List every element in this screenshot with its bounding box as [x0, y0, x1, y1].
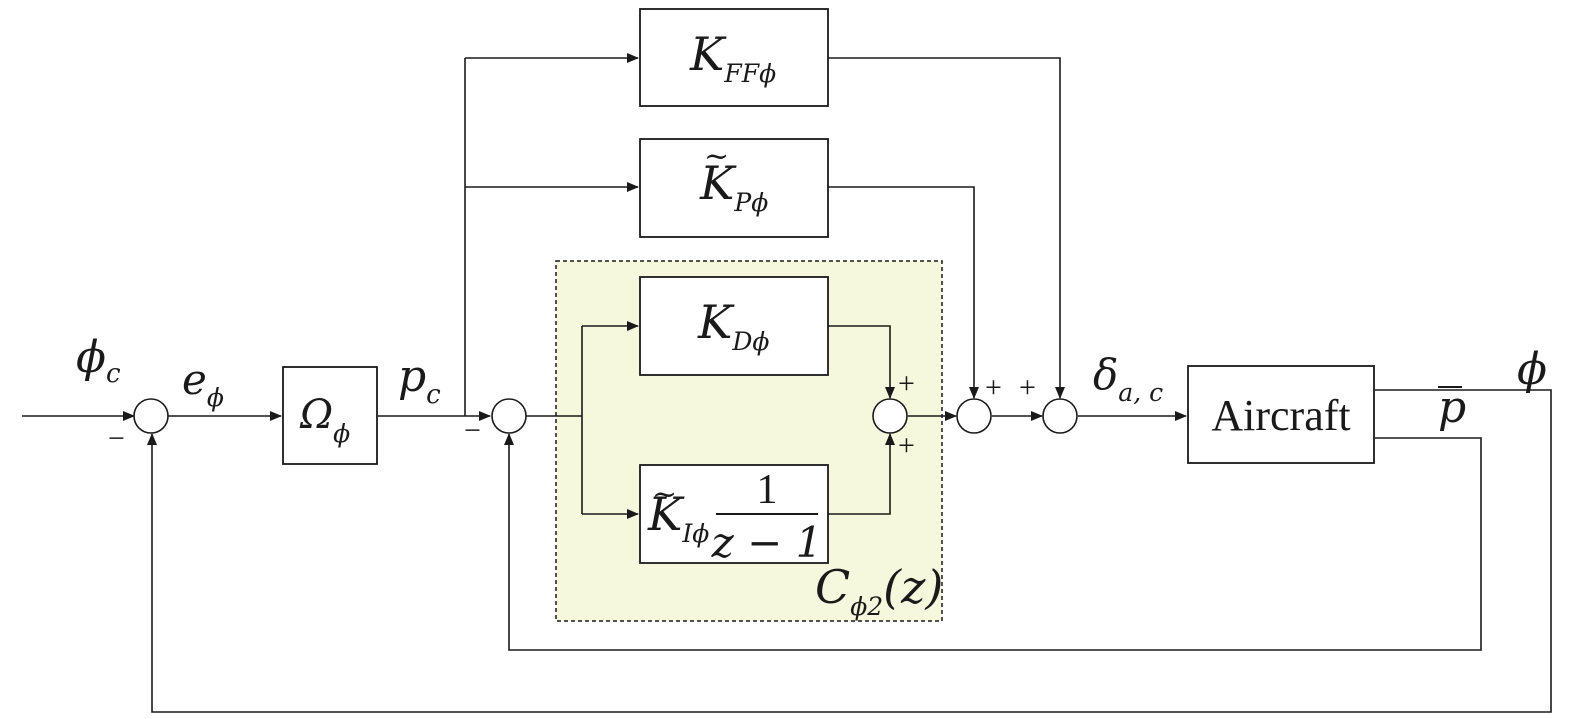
sum-junction-pid — [872, 398, 908, 434]
sign-plus-ki: + — [898, 429, 915, 462]
wire-kp-out — [828, 186, 979, 399]
kp-label: KPϕ — [699, 156, 768, 217]
wire-p-feedback — [504, 433, 1482, 651]
wire-kd-out — [828, 325, 895, 399]
aircraft-label: Aircraft — [1211, 391, 1350, 440]
sign-plus-sum5: + — [1019, 371, 1036, 404]
kff-label: KFFϕ — [689, 27, 776, 88]
signal-p-bar: p — [1438, 382, 1466, 433]
wire-ki-out — [828, 433, 895, 515]
kp-tilde: ~ — [704, 139, 729, 174]
sign-minus-inner: − — [464, 414, 481, 447]
wire-phi-feedback — [147, 389, 1552, 713]
sign-minus-outer: − — [108, 422, 125, 455]
ki-label: KIϕ — [647, 487, 709, 548]
signal-p-c: pc — [398, 351, 441, 410]
signal-delta: δa, c — [1093, 350, 1163, 407]
ki-tilde: ~ — [652, 477, 677, 512]
signal-phi-output: ϕ — [1517, 344, 1547, 395]
wire-kff-out — [828, 57, 1065, 399]
omega-label: Ωϕ — [299, 392, 350, 448]
block-omega — [282, 366, 378, 465]
ki-numerator: 1 — [757, 467, 778, 513]
signal-e-phi: eϕ — [182, 355, 224, 412]
sign-plus-kd: + — [898, 367, 915, 400]
block-kd — [639, 276, 829, 376]
sum-junction-kp — [956, 398, 992, 434]
block-aircraft — [1187, 365, 1375, 464]
ki-denominator: z − 1 — [711, 518, 823, 567]
signal-phi-c: ϕc — [76, 332, 121, 389]
kd-label: KDϕ — [697, 295, 769, 356]
sign-plus-sum4: + — [985, 371, 1002, 404]
sum-junction-inner — [491, 398, 527, 434]
controller-label: Cϕ2(z) — [815, 560, 943, 621]
block-kff — [639, 8, 829, 107]
block-kp — [639, 138, 829, 238]
sum-junction-outer — [133, 398, 169, 434]
sum-junction-kff — [1042, 398, 1078, 434]
